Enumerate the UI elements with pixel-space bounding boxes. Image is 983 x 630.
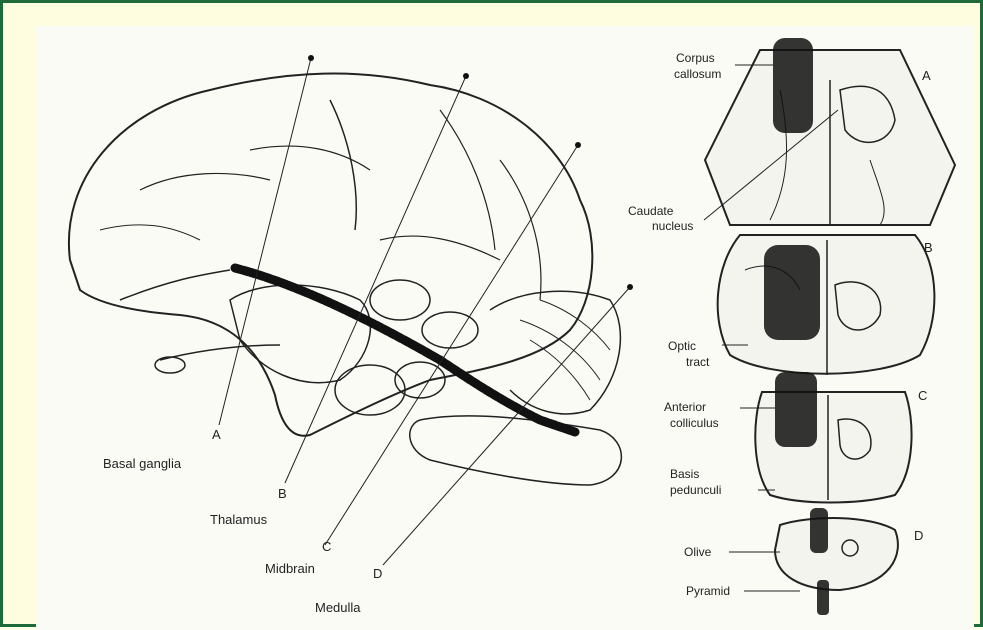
label-thalamus: Thalamus xyxy=(210,512,268,527)
section-letter-A: A xyxy=(922,68,931,83)
label-midbrain: Midbrain xyxy=(265,561,315,576)
section-A xyxy=(705,38,955,225)
label-callosum: callosum xyxy=(674,67,721,81)
label-B-left: B xyxy=(278,486,287,501)
label-pedunculi: pedunculi xyxy=(670,483,721,497)
section-C xyxy=(740,372,912,503)
section-letter-B: B xyxy=(924,240,933,255)
label-pyramid: Pyramid xyxy=(686,584,730,598)
label-corpus: Corpus xyxy=(676,51,715,65)
label-nucleus: nucleus xyxy=(652,219,693,233)
section-B xyxy=(718,235,935,375)
lateral-brain-drawing xyxy=(69,55,633,565)
label-C-left: C xyxy=(322,539,331,554)
section-D xyxy=(729,508,898,615)
label-medulla: Medulla xyxy=(315,600,361,615)
label-basal-ganglia: Basal ganglia xyxy=(103,456,182,471)
label-caudate: Caudate xyxy=(628,204,674,218)
label-colliculus: colliculus xyxy=(670,416,719,430)
label-optic: Optic xyxy=(668,339,696,353)
label-olive: Olive xyxy=(684,545,712,559)
section-letter-C: C xyxy=(918,388,927,403)
section-letter-D: D xyxy=(914,528,923,543)
label-basis: Basis xyxy=(670,467,699,481)
label-anterior: Anterior xyxy=(664,400,706,414)
label-A-left: A xyxy=(212,427,221,442)
label-tract: tract xyxy=(686,355,710,369)
label-D-left: D xyxy=(373,566,382,581)
